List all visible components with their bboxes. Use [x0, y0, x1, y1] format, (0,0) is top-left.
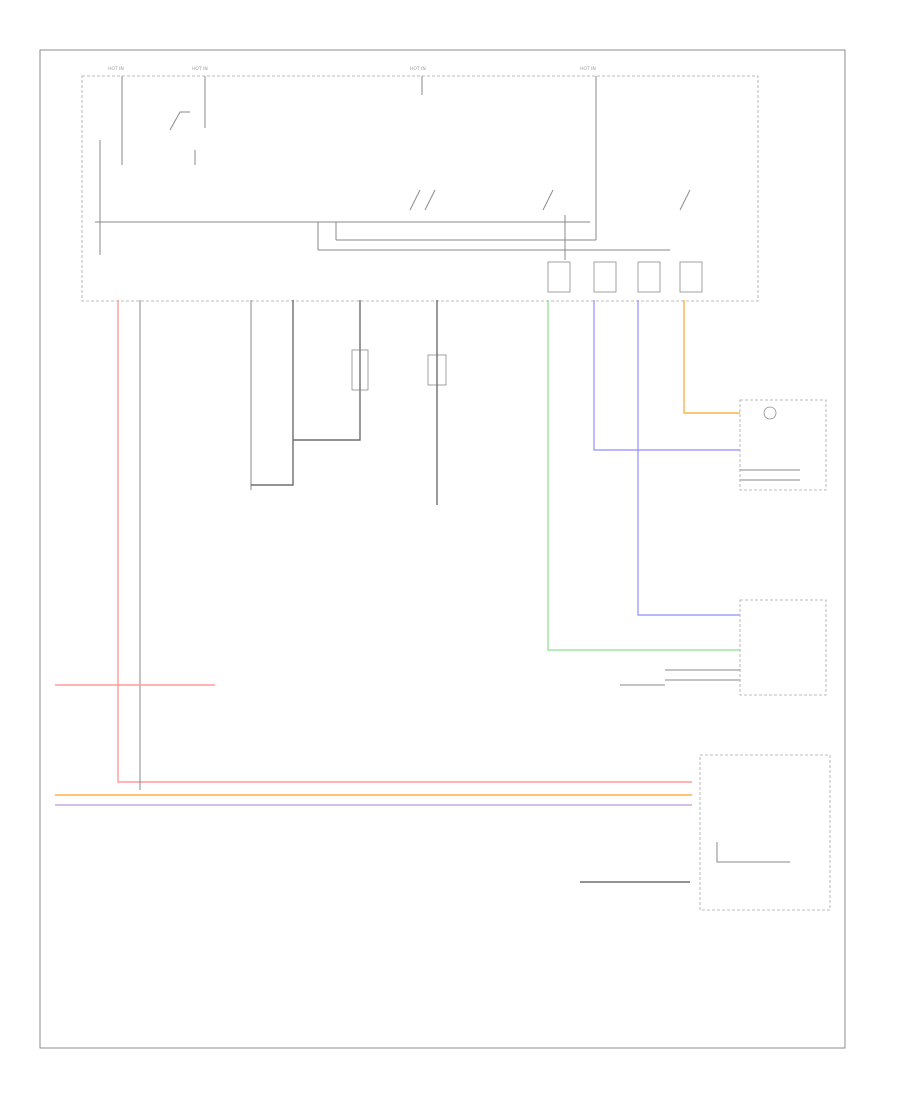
bulb-icon: [763, 406, 777, 420]
fuse-label-1: HOT IN: [108, 66, 124, 72]
outer-frame: [39, 49, 846, 1049]
combination-meter: [699, 754, 831, 911]
control-module-box: [81, 75, 759, 302]
relay-coil-1: [547, 261, 571, 293]
fuse-label-2: HOT IN: [192, 66, 208, 72]
dark-wire-left: [251, 300, 294, 486]
fuse-label-3: HOT IN: [410, 66, 426, 72]
relay-coil-4: [679, 261, 703, 293]
meter-inner-symbol: [716, 842, 790, 863]
relay-switch-1: [409, 189, 421, 211]
blue-wire-left: [637, 300, 740, 616]
relay-switch-3: [542, 189, 554, 211]
orange-wire-short: [683, 300, 740, 414]
relay-switch-2: [424, 189, 436, 211]
relay-coil-2: [593, 261, 617, 293]
red-wire-to-meter: [117, 300, 692, 783]
resistor-component: [351, 349, 369, 391]
relay-coil-3: [637, 261, 661, 293]
green-wire: [547, 300, 740, 651]
relay-switch-4: [679, 189, 691, 211]
right-headlamp-unit: [739, 399, 827, 491]
blue-wire-right: [593, 300, 740, 451]
left-headlamp-unit: [739, 599, 827, 696]
dark-wire-loop: [293, 300, 361, 441]
ignition-switch: [169, 111, 190, 131]
fuse-label-4: HOT IN: [580, 66, 596, 72]
